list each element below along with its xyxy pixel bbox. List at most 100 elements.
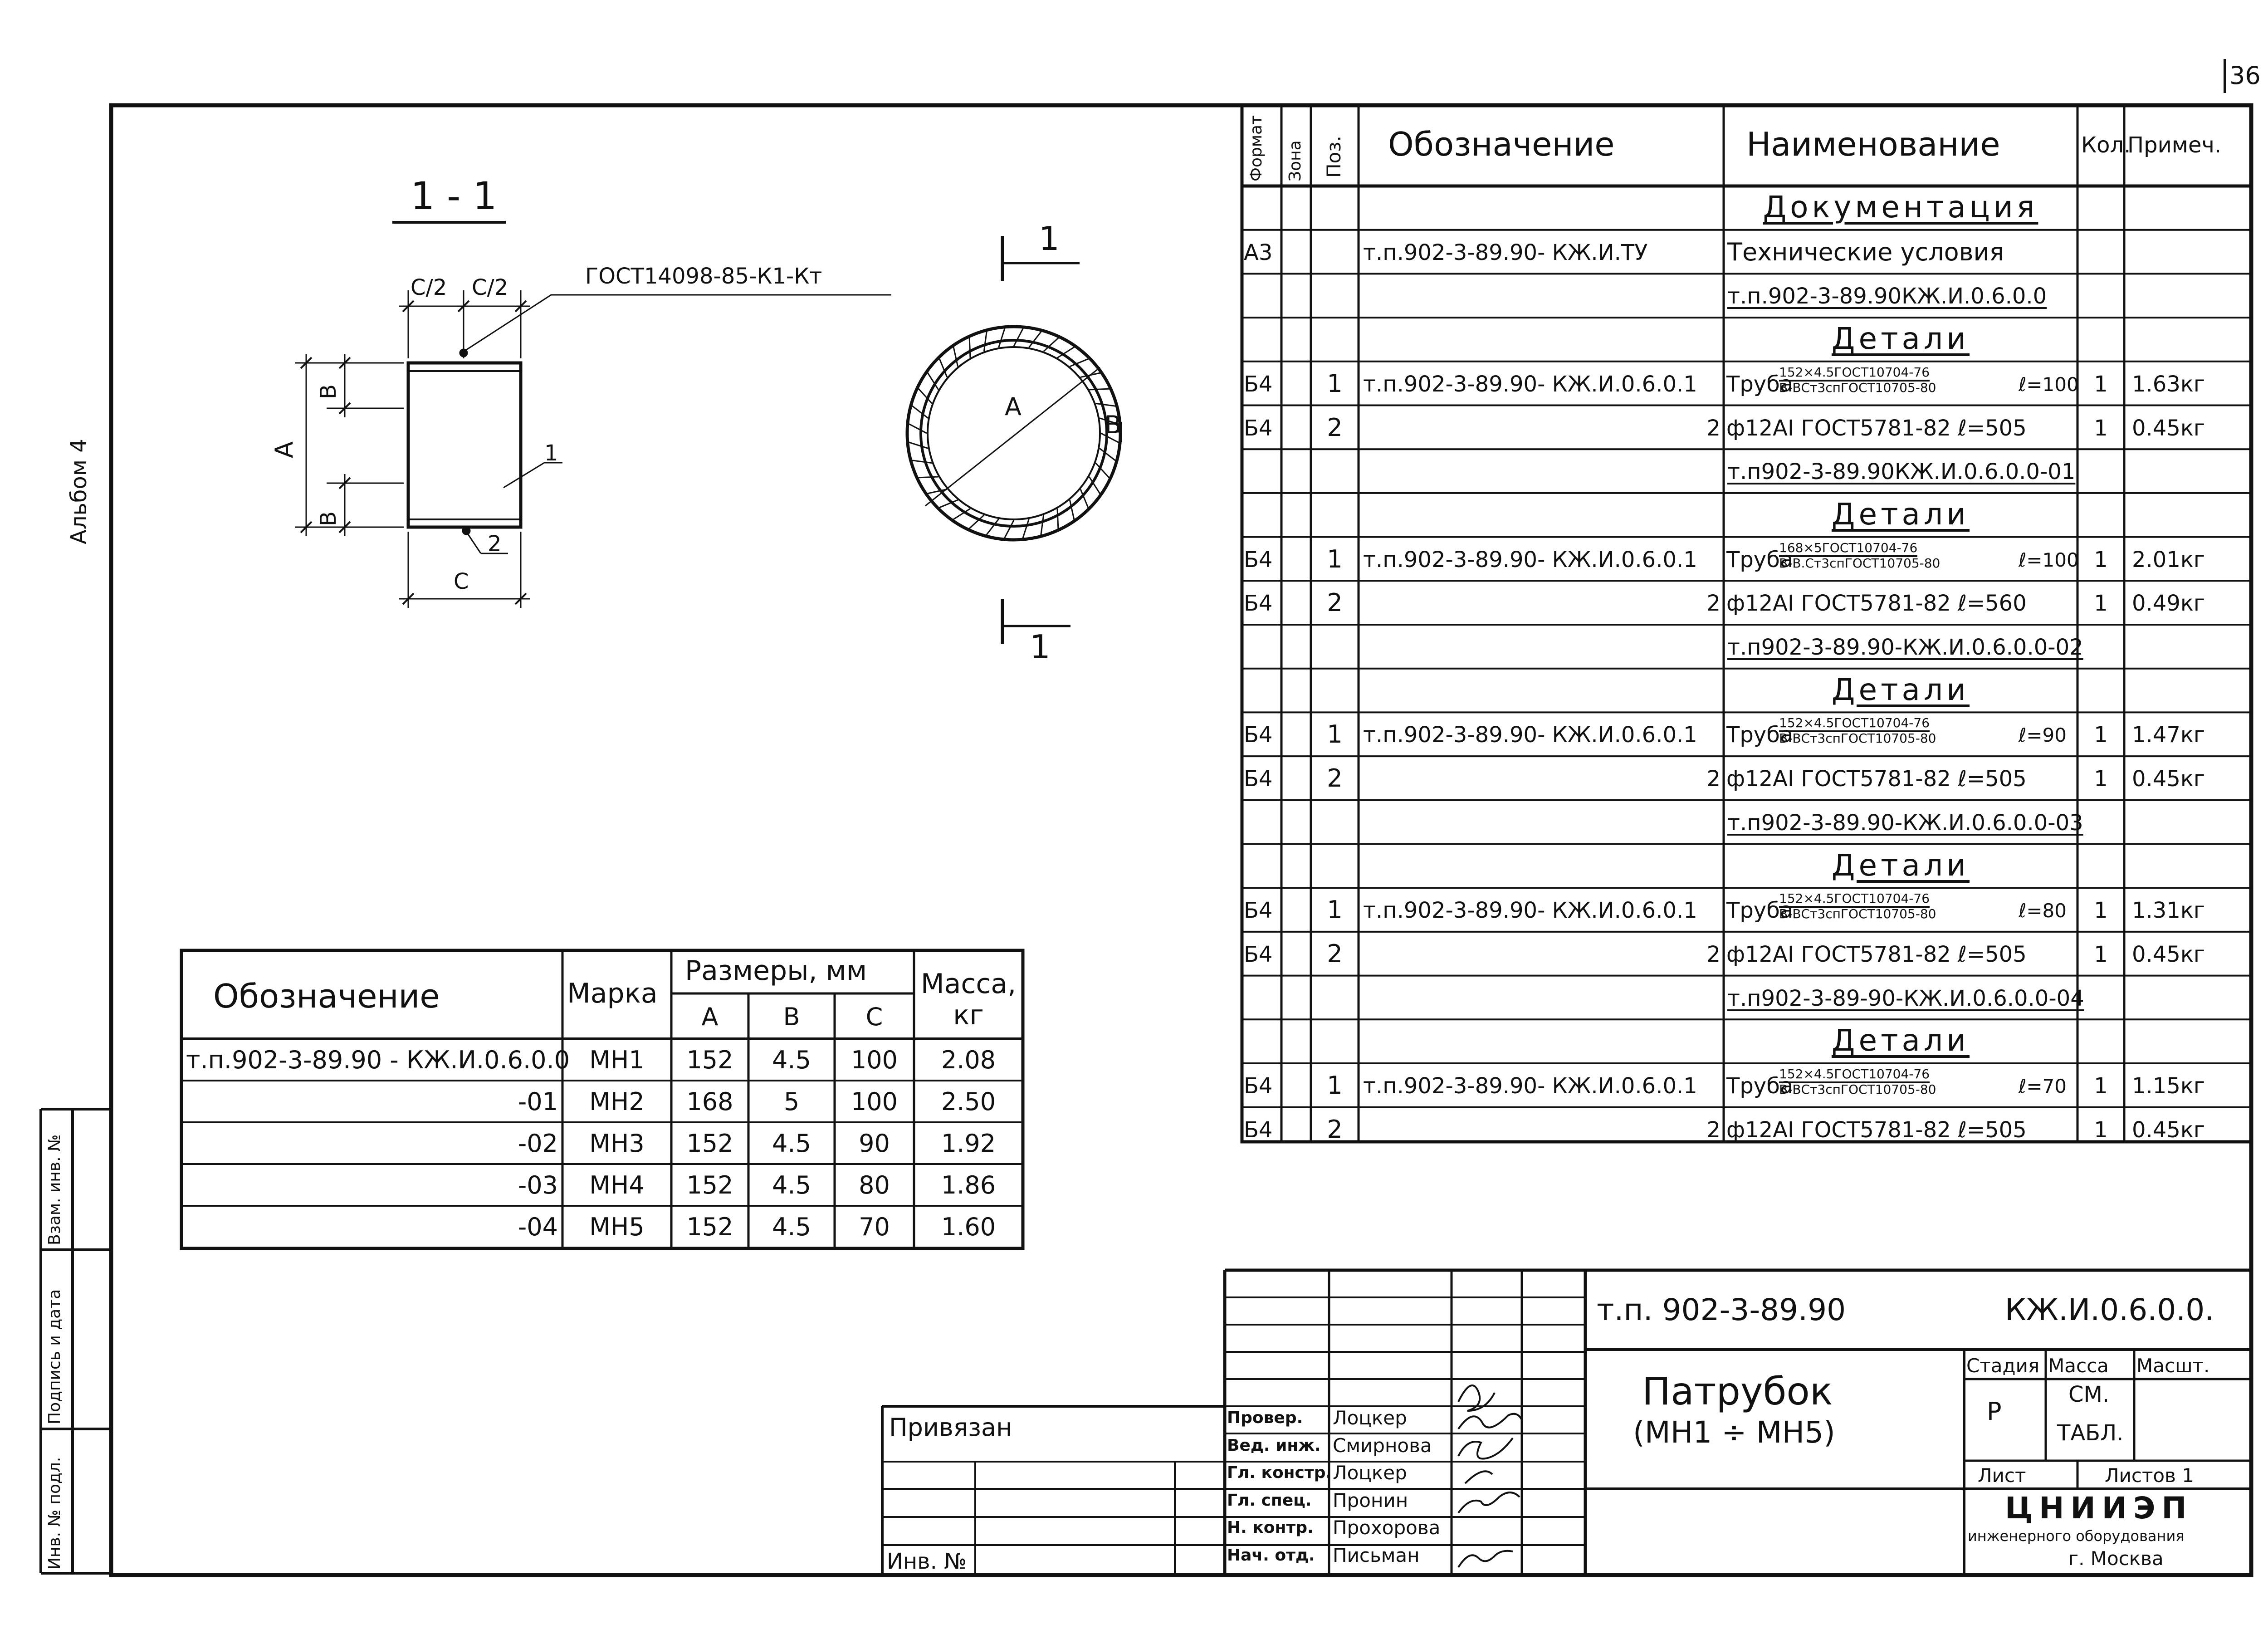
spec-cell-qty: 1 xyxy=(2094,1073,2108,1099)
sizes-cell-b: 4.5 xyxy=(772,1213,811,1241)
spec-cell-designation: 2 xyxy=(1706,591,1721,616)
tb-org-name: ЦНИИЭП xyxy=(2005,1491,2193,1526)
pipe-hatch-line xyxy=(1080,489,1089,509)
pipe-hatch-line xyxy=(1095,462,1110,479)
spec-cell-pos: 1 xyxy=(1327,1071,1343,1100)
pipe-hatch-line xyxy=(911,460,932,464)
spec-cell-pos: 2 xyxy=(1327,764,1343,793)
spec-cell-note: 1.63кг xyxy=(2132,371,2205,397)
signature-role: Провер. xyxy=(1227,1409,1303,1427)
tb-mass-value-2: ТАБЛ. xyxy=(2057,1420,2124,1446)
pipe-hatch-line xyxy=(953,508,971,520)
sizes-cell-mass: 2.50 xyxy=(941,1087,996,1116)
signature-name: Лоцкер xyxy=(1333,1462,1407,1484)
section-title: 1 - 1 xyxy=(411,174,497,218)
pipe-hatch-line xyxy=(918,476,938,479)
signature-role: Гл. констр. xyxy=(1227,1463,1332,1482)
dim-b-top: В xyxy=(316,384,341,399)
sizes-cell-a: 152 xyxy=(686,1046,733,1074)
spec-header-qty: Кол. xyxy=(2081,132,2131,158)
spec-cell-note: 0.45кг xyxy=(2132,415,2205,441)
spec-pipe-frac-bottom: В-ВСт3спГОСТ10705-80 xyxy=(1779,380,1936,395)
tb-sheet-label: Лист xyxy=(1978,1464,2026,1487)
sizes-cell-mass: 1.92 xyxy=(941,1129,996,1158)
spec-section-heading: Детали xyxy=(1831,321,1970,357)
sizes-cell-c: 100 xyxy=(850,1087,898,1116)
spec-cell-note: 0.45кг xyxy=(2132,766,2205,792)
sizes-cell-b: 4.5 xyxy=(772,1171,811,1199)
spec-cell-pos: 2 xyxy=(1327,1115,1343,1144)
pipe-hatch-line xyxy=(1069,499,1075,520)
dim-b-bottom: В xyxy=(316,511,341,526)
tb-code: КЖ.И.0.6.0.0. xyxy=(2005,1292,2214,1327)
spec-header-pos: Поз. xyxy=(1323,136,1345,178)
signature-name: Прохорова xyxy=(1333,1517,1441,1539)
spec-section-heading: Документация xyxy=(1763,190,2038,225)
sizes-header-mass: Масса, кг xyxy=(920,968,1017,1031)
spec-cell-designation: т.п.902-3-89.90- КЖ.И.0.6.0.1 xyxy=(1363,371,1697,397)
spec-cell-name: Труба xyxy=(1726,722,1794,748)
pipe-hatch-line xyxy=(985,519,999,536)
sizes-header-a: А xyxy=(701,1003,719,1031)
spec-cell-note: 0.45кг xyxy=(2132,941,2205,967)
spec-cell-note: 1.15кг xyxy=(2132,1073,2205,1099)
dim-half-right: С/2 xyxy=(472,275,508,300)
sizes-cell-mass: 2.08 xyxy=(941,1046,996,1074)
sizes-cell-a: 168 xyxy=(686,1087,733,1116)
spec-cell-designation: 2 xyxy=(1706,415,1721,441)
spec-cell-format: Б4 xyxy=(1244,371,1273,397)
spec-cell-name: Труба xyxy=(1726,1073,1794,1099)
sizes-cell-mark: МН1 xyxy=(589,1046,645,1074)
tb-sheets-label: Листов 1 xyxy=(2105,1464,2194,1487)
signature-role: Нач. отд. xyxy=(1227,1546,1315,1565)
section-mark-bottom: 1 xyxy=(1030,628,1051,666)
spec-pipe-length: ℓ=100 xyxy=(2019,548,2079,571)
spec-cell-note: 1.47кг xyxy=(2132,722,2205,748)
spec-cell-pos: 1 xyxy=(1327,895,1343,925)
spec-cell-pos: 1 xyxy=(1327,369,1343,398)
tb-mass-value-1: СМ. xyxy=(2068,1382,2110,1407)
spec-cell-format: Б4 xyxy=(1244,1117,1273,1143)
spec-cell-name: Труба xyxy=(1726,371,1794,397)
sizes-cell-designation: -02 xyxy=(518,1129,558,1158)
sizes-header-sizes: Размеры, мм xyxy=(685,955,867,987)
sizes-cell-mark: МН4 xyxy=(589,1171,645,1199)
pipe-hatch-line xyxy=(1099,448,1116,462)
pipe-hatch-line xyxy=(938,499,958,509)
pipe-hatch-line xyxy=(968,337,971,358)
page-number: 36 xyxy=(2229,61,2261,90)
signature-role: Гл. спец. xyxy=(1227,1491,1312,1510)
pipe-hatch-line xyxy=(968,514,985,530)
spec-cell-format: Б4 xyxy=(1244,1073,1273,1099)
spec-pipe-frac-bottom: В-ВСт3спГОСТ10705-80 xyxy=(1779,906,1936,922)
pipe-hatch-line xyxy=(953,346,959,367)
pipe-hatch-line xyxy=(1089,388,1110,391)
sizes-header-c: С xyxy=(865,1003,883,1031)
pipe-hatch-line xyxy=(1022,519,1030,539)
signature-name: Пронин xyxy=(1333,1489,1408,1512)
spec-pipe-frac-top: 168×5ГОСТ10704-76 xyxy=(1779,541,1918,557)
spec-cell-qty: 1 xyxy=(2094,415,2108,441)
spec-pipe-length: ℓ=70 xyxy=(2019,1075,2067,1097)
spec-pipe-frac-bottom: В-ВСт3спГОСТ10705-80 xyxy=(1779,1082,1936,1097)
spec-header-name: Наименование xyxy=(1746,125,2000,163)
sizes-header-mark: Марка xyxy=(567,978,658,1009)
spec-pipe-length: ℓ=80 xyxy=(2019,900,2067,922)
spec-cell-designation: т.п.902-3-89.90- КЖ.И.0.6.0.1 xyxy=(1363,547,1697,572)
spec-cell-qty: 1 xyxy=(2094,722,2108,748)
spec-pipe-frac-bottom: В-ВСт3спГОСТ10705-80 xyxy=(1779,731,1936,746)
spec-cell-name: ф12АI ГОСТ5781-82 ℓ=560 xyxy=(1726,591,2027,616)
sizes-cell-c: 80 xyxy=(859,1171,890,1199)
signature-marks xyxy=(1457,1384,1523,1568)
sizes-cell-mass: 1.60 xyxy=(941,1213,996,1241)
leader-2-label: 2 xyxy=(488,531,502,557)
spec-cell-pos: 2 xyxy=(1327,588,1343,617)
side-label-sign-date: Подпись и дата xyxy=(45,1289,64,1424)
spec-section-heading: Детали xyxy=(1831,1023,1970,1058)
pipe-hatch-line xyxy=(1057,346,1075,358)
side-label-inv: Инв. № подл. xyxy=(45,1457,64,1570)
pipe-hatch-line xyxy=(1089,476,1101,494)
